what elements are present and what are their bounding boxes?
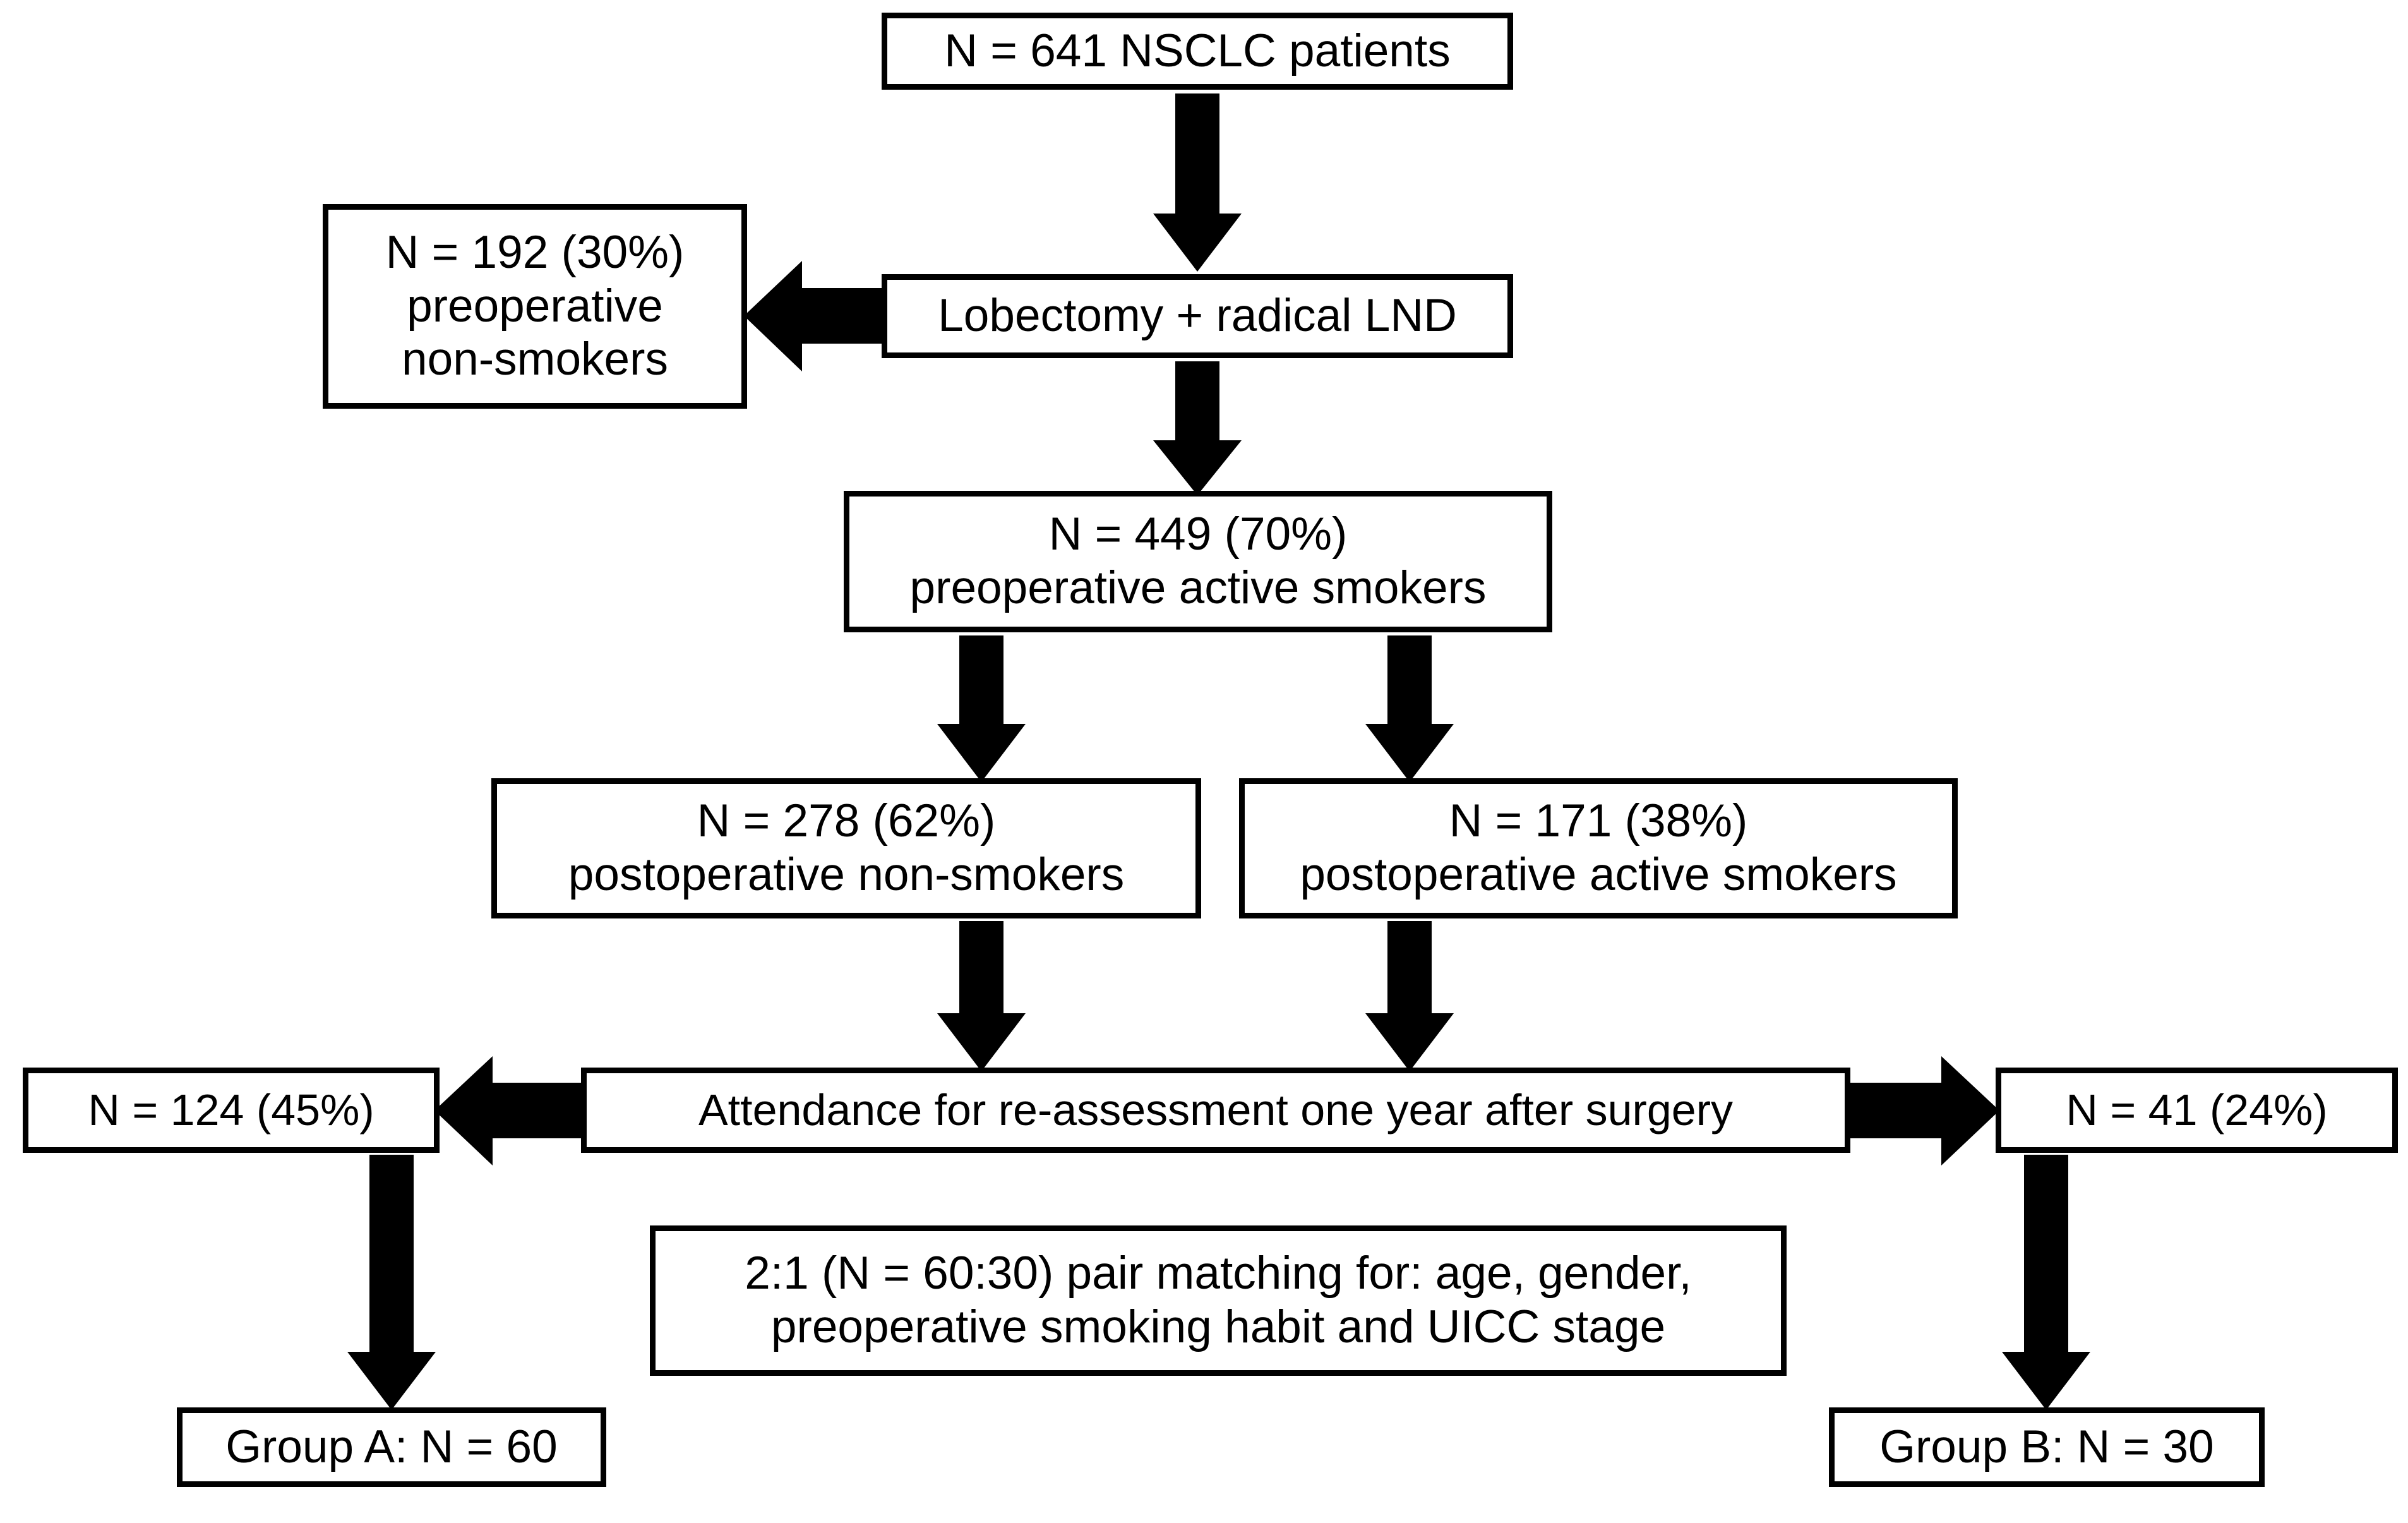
arrow-postop-active-smokers-to-attendance [1365,921,1454,1071]
node-postop-active-smokers-line1: N = 171 (38%) [1449,795,1748,847]
arrow-lobectomy-to-preop-non-smokers [744,261,884,371]
node-group-a-line1: Group A: N = 60 [225,1421,558,1472]
arrow-preop-active-to-postop-non-smokers [937,635,1026,782]
node-total-patients: N = 641 NSCLC patients [882,13,1513,90]
node-postop-non-smokers-line2: postoperative non-smokers [568,849,1125,900]
arrow-attendance-to-left-branch [434,1056,590,1165]
node-postop-active-smokers: N = 171 (38%) postoperative active smoke… [1239,778,1958,918]
node-pair-matching: 2:1 (N = 60:30) pair matching for: age, … [650,1225,1787,1376]
node-total-patients-line1: N = 641 NSCLC patients [944,25,1451,76]
node-attendance-right-branch: N = 41 (24%) [1996,1068,2398,1153]
node-group-a: Group A: N = 60 [177,1407,606,1487]
node-postop-non-smokers: N = 278 (62%) postoperative non-smokers [491,778,1201,918]
arrow-total-to-lobectomy [1153,93,1242,272]
node-attendance-left-branch-line1: N = 124 (45%) [88,1085,374,1135]
node-attendance-left-branch: N = 124 (45%) [23,1068,440,1153]
node-group-b-line1: Group B: N = 30 [1879,1421,2214,1472]
node-lobectomy: Lobectomy + radical LND [882,274,1513,358]
node-pair-matching-line2: preoperative smoking habit and UICC stag… [770,1301,1666,1352]
node-attendance-right-branch-line1: N = 41 (24%) [2066,1085,2328,1135]
node-preop-non-smokers-line3: non-smokers [402,334,668,385]
node-group-b: Group B: N = 30 [1829,1407,2265,1487]
node-postop-non-smokers-line1: N = 278 (62%) [697,795,996,847]
node-attendance: Attendance for re-assessment one year af… [581,1068,1850,1153]
node-preop-active-smokers-line1: N = 449 (70%) [1048,509,1348,560]
node-lobectomy-line1: Lobectomy + radical LND [938,290,1457,342]
node-preop-non-smokers: N = 192 (30%) preoperative non-smokers [323,204,747,409]
node-preop-non-smokers-line2: preoperative [407,280,663,332]
arrow-right-branch-to-group-b [2002,1155,2090,1410]
node-attendance-line1: Attendance for re-assessment one year af… [698,1085,1734,1135]
arrow-lobectomy-to-preop-active-smokers [1153,361,1242,495]
arrow-left-branch-to-group-a [347,1155,436,1410]
node-preop-active-smokers-line2: preoperative active smokers [909,562,1487,613]
node-pair-matching-line1: 2:1 (N = 60:30) pair matching for: age, … [745,1248,1692,1299]
node-postop-active-smokers-line2: postoperative active smokers [1300,849,1897,900]
arrow-preop-active-to-postop-active-smokers [1365,635,1454,782]
node-preop-active-smokers: N = 449 (70%) preoperative active smoker… [844,491,1552,632]
arrow-postop-non-smokers-to-attendance [937,921,1026,1071]
arrow-attendance-to-right-branch [1842,1056,1999,1165]
node-preop-non-smokers-line1: N = 192 (30%) [385,226,685,278]
